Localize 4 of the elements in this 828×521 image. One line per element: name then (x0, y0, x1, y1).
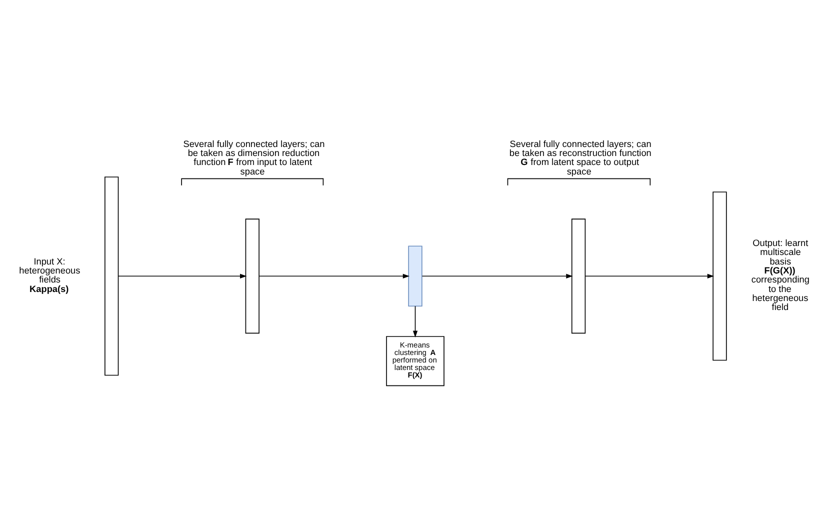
label: Several fully connected layers; can be taken as reconstruction function G from latent space to output space (509, 138, 652, 176)
node-label: Output: learnt multiscale basis F(G(X)) corresponding to the hetergeneous field (751, 238, 810, 312)
node-label: Input X: heterogeneous fields Kappa(s) (19, 256, 80, 294)
label: Several fully connected layers; can be taken as dimension reduction function F from input to latent space (183, 138, 325, 176)
